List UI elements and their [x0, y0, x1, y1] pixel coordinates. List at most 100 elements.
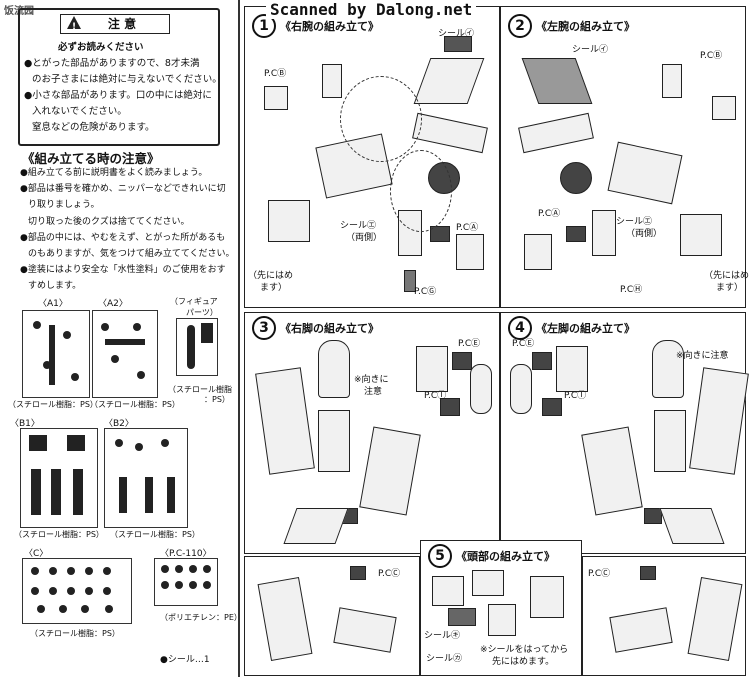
- material-label: （ポリエチレン：PE）: [160, 613, 242, 622]
- note-line: すめします。: [28, 281, 82, 292]
- label-fit-first: （先にはめ: [248, 271, 294, 281]
- step-number-5: 5: [428, 544, 452, 568]
- label-pc-b: P.CⒷ: [264, 69, 287, 79]
- shoulder-cap-part: [662, 64, 682, 98]
- warning-line: のお子さまには絶対に与えないでください。: [32, 74, 222, 85]
- label-seal-ka: シール㋕: [426, 654, 463, 664]
- runner-label-a2: 〈A2〉: [98, 299, 128, 309]
- pc-c-part: [640, 566, 656, 580]
- note-line: ●部品の中には、やむをえず、とがった所があるも: [20, 232, 226, 243]
- hand-part: [268, 200, 310, 242]
- label-seal-note-2: 先にはめます。: [492, 657, 555, 667]
- label-seal-e: シール㋓: [616, 217, 653, 227]
- label-pc-a: P.CⒶ: [538, 209, 561, 219]
- step-title-5: 《頭部の組み立て》: [456, 550, 555, 563]
- warning-line: ●小さな部品があります。口の中には絶対に: [24, 90, 212, 101]
- warning-title: 注 意: [107, 17, 137, 31]
- assembly-notes-title: 《組み立てる時の注意》: [22, 151, 160, 166]
- warning-line: 窒息などの危険があります。: [32, 122, 155, 133]
- pc-e-part: [532, 352, 552, 370]
- label-seal-e: シール㋓: [340, 221, 377, 231]
- note-line: ●塗装にはより安全な「水性塗料」のご使用をおす: [20, 265, 226, 276]
- head-back-part: [530, 576, 564, 618]
- label-seal-note: ※シールをはってから: [480, 645, 569, 655]
- guide-line: [340, 76, 422, 162]
- warning-box: [18, 8, 220, 146]
- runner-label-b1: 〈B1〉: [10, 419, 40, 429]
- material-label: （スチロール樹脂：PS）: [110, 530, 200, 539]
- label-fit-first-2: ます）: [716, 283, 744, 293]
- hip-part: [556, 346, 588, 392]
- label-pc-h: P.CⒽ: [620, 285, 643, 295]
- warning-line: ●とがった部品がありますので、8才未満: [24, 58, 200, 69]
- small-part: [264, 86, 288, 110]
- elbow-part: [592, 210, 616, 256]
- label-fit-first: （先にはめ: [704, 271, 750, 281]
- guide-line: [390, 150, 452, 232]
- seal-i-sticker: [444, 36, 472, 52]
- note-line: り取りましょう。: [28, 200, 100, 211]
- thigh-part: [470, 364, 492, 414]
- step-number-2: 2: [508, 14, 532, 38]
- pc-a-part: [430, 226, 450, 242]
- material-label: ：PS）: [204, 395, 230, 404]
- label-pc-i: P.CⒾ: [564, 391, 587, 401]
- pc-a-part: [566, 226, 586, 242]
- runner-label-c: 〈C〉: [24, 549, 49, 559]
- label-pc-i: P.CⒾ: [424, 391, 447, 401]
- runner-label-a1: 〈A1〉: [38, 299, 68, 309]
- step-title-2: 《左腕の組み立て》: [536, 20, 635, 33]
- label-seal-i: シール㋑: [438, 29, 475, 39]
- material-label: （スチロール樹脂：PS）: [90, 400, 180, 409]
- assembly-notes: ●組み立てる前に説明書をよく読みましょう。 ●部品は番号を確かめ、ニッパーなどで…: [20, 165, 235, 295]
- warning-header: 注 意: [60, 14, 170, 36]
- head-crest-part: [472, 570, 504, 596]
- pc-part: [644, 508, 662, 524]
- figure-label-2: パーツ）: [186, 308, 218, 317]
- head-antenna-part: [432, 576, 464, 606]
- leg-inner-part: [318, 410, 350, 472]
- joint-part: [560, 162, 592, 194]
- material-label: （スチロール樹脂: [168, 385, 232, 394]
- watermark-top: Scanned by Dalong.net: [266, 0, 477, 19]
- left-column: 饭流园 注 意 必ずお読みください ●とがった部品がありますので、8才未満 のお…: [0, 0, 242, 677]
- hand-part: [680, 214, 722, 256]
- pc-i-part: [440, 398, 460, 416]
- runner-c-image: [22, 558, 132, 624]
- pc-g-part: [404, 270, 416, 292]
- label-direction-note: ※向きに注意: [676, 351, 729, 361]
- note-line: ●組み立てる前に説明書をよく読みましょう。: [20, 168, 208, 178]
- thigh-part: [510, 364, 532, 414]
- leg-knee-part: [318, 340, 350, 398]
- seal-ki-sticker: [448, 608, 476, 626]
- note-line: ●部品は番号を確かめ、ニッパーなどできれいに切: [20, 184, 226, 195]
- label-pc-e: P.CⒺ: [512, 339, 535, 349]
- runner-label-pc: 〈P.C-110〉: [160, 549, 212, 559]
- figure-parts-image: [176, 318, 218, 376]
- note-line: のもありますが、気をつけて組み立ててください。: [28, 249, 235, 260]
- warning-line: 必ずお読みください: [58, 42, 144, 53]
- label-fit-first-2: ます）: [260, 283, 288, 293]
- label-direction-note: ※向きに: [354, 375, 389, 385]
- label-pc-a: P.CⒶ: [456, 223, 479, 233]
- pc-i-part: [542, 398, 562, 416]
- step-number-3: 3: [252, 316, 276, 340]
- material-label: （スチロール樹脂：PS）: [8, 400, 98, 409]
- shoulder-cap-part: [322, 64, 342, 98]
- label-direction-note-2: 注意: [364, 387, 383, 397]
- material-label: （スチロール樹脂：PS）: [30, 629, 120, 638]
- note-line: 切り取った後のクズは捨ててください。: [28, 216, 190, 227]
- label-seal-ki: シール㋖: [424, 631, 461, 641]
- warning-line: 入れないでください。: [32, 106, 127, 117]
- runner-b1-image: [20, 428, 98, 528]
- pc-e-part: [452, 352, 472, 370]
- step-number-4: 4: [508, 316, 532, 340]
- label-pc-b: P.CⒷ: [700, 51, 723, 61]
- runner-a1-image: [22, 310, 90, 398]
- runner-pc-image: [154, 558, 218, 606]
- label-both-sides: （両側）: [346, 233, 383, 243]
- leg-knee-part: [652, 340, 684, 398]
- material-label: （スチロール樹脂：PS）: [14, 530, 104, 539]
- warning-triangle-icon: [67, 16, 81, 36]
- label-pc-g: P.CⒼ: [414, 287, 437, 297]
